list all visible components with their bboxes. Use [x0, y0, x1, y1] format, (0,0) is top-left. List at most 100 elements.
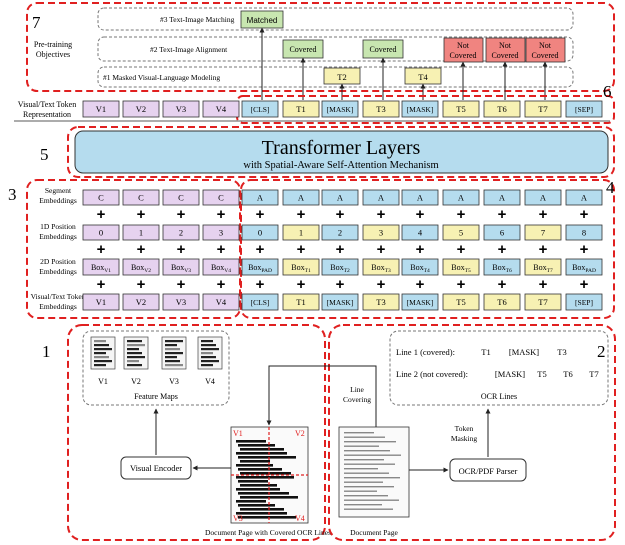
feature-map-label-1: V2: [131, 377, 141, 386]
feature-map-label-0: V1: [98, 377, 108, 386]
plus-sign-1: +: [137, 241, 146, 258]
grid-label-v1: V1: [233, 429, 243, 438]
plus-sign-4: +: [256, 241, 265, 258]
visual-encoder-text: Visual Encoder: [130, 463, 182, 473]
region-number-5: 5: [40, 145, 49, 164]
pos2d-text-9: BoxT5: [451, 263, 471, 274]
rep-token-text-5: T1: [296, 104, 305, 114]
matched-text: Matched: [247, 16, 278, 25]
plus-sign-12: +: [580, 241, 589, 258]
region-number-3: 3: [8, 185, 17, 204]
segment-box-9: [442, 189, 480, 206]
pos2d-box-6: [321, 258, 359, 276]
plus-sign-3: +: [217, 241, 226, 258]
pos1d-text-10: 6: [500, 228, 504, 238]
segment-box-2: [162, 189, 200, 206]
plus-sign-9: +: [457, 241, 466, 258]
pos1d-text-4: 0: [258, 228, 262, 238]
rep-token-text-11: T7: [538, 104, 547, 114]
token-emb-box-4: [241, 293, 279, 311]
segment-text-5: A: [298, 193, 305, 203]
document-page: [338, 426, 410, 518]
pos1d-box-3: [202, 224, 240, 241]
pos1d-box-11: [524, 224, 562, 241]
pos2d-box-10: [483, 258, 521, 276]
objective-2-label: #2 Text-Image Alignment: [150, 45, 228, 54]
transformer-title: Transformer Layers: [262, 137, 421, 159]
segment-text-6: A: [337, 193, 344, 203]
pos2d-text-10: BoxT6: [492, 263, 512, 274]
rep-token-box-3: [202, 100, 240, 118]
pos1d-embeddings-label-2: Embeddings: [39, 232, 77, 241]
pos1d-text-0: 0: [99, 228, 103, 238]
visual-encoder-box: [120, 456, 192, 480]
plus-sign-11: +: [539, 206, 548, 223]
segment-box-4: [241, 189, 279, 206]
rep-token-text-1: V2: [136, 104, 146, 114]
not-covered-box-t5: [443, 37, 484, 63]
plus-sign-3: +: [217, 206, 226, 223]
rep-token-text-4: [CLS]: [251, 105, 270, 114]
token-emb-box-7: [362, 293, 400, 311]
pos2d-box-11: [524, 258, 562, 276]
feature-map-label-2: V3: [169, 377, 179, 386]
plus-row-3: +++++++++++++: [97, 276, 589, 293]
region-1-visual-dashed-box: [67, 324, 326, 541]
segment-text-12: A: [581, 193, 588, 203]
pos1d-text-2: 2: [179, 228, 183, 238]
ocr-lines-label: OCR Lines: [481, 392, 517, 401]
pos1d-box-4: [241, 224, 279, 241]
rep-token-text-7: T3: [376, 104, 385, 114]
segment-text-2: C: [178, 193, 184, 203]
pos2d-box-5: [282, 258, 320, 276]
token-emb-box-12: [565, 293, 603, 311]
t2-prediction-text: T2: [337, 72, 346, 82]
region-2-text-dashed-box: [328, 324, 616, 541]
rep-token-text-2: V3: [176, 104, 186, 114]
pos1d-box-6: [321, 224, 359, 241]
region-7-pretraining-dashed-box: [26, 2, 615, 92]
plus-sign-8: +: [416, 276, 425, 293]
rep-token-box-0: [82, 100, 120, 118]
segment-box-5: [282, 189, 320, 206]
plus-sign-1: +: [137, 276, 146, 293]
token-emb-box-3: [202, 293, 240, 311]
segment-text-9: A: [458, 193, 465, 203]
token-emb-box-0: [82, 293, 120, 311]
covered-document-page: [230, 426, 309, 524]
rep-token-box-4: [241, 100, 279, 118]
region-number-1: 1: [42, 342, 51, 361]
plus-sign-10: +: [498, 241, 507, 258]
plus-sign-1: +: [137, 206, 146, 223]
rep-token-box-10: [483, 100, 521, 118]
feature-maps-box: [82, 330, 230, 406]
token-embeddings-label-2: Embeddings: [39, 302, 77, 311]
pos2d-box-3: [202, 258, 240, 276]
ocr-parser-text: OCR/PDF Parser: [459, 466, 518, 476]
objective-row-1-box: [97, 66, 574, 88]
segment-text-11: A: [540, 193, 547, 203]
rep-token-box-9: [442, 100, 480, 118]
pos1d-text-11: 7: [541, 228, 545, 238]
plus-sign-0: +: [97, 276, 106, 293]
pos1d-box-2: [162, 224, 200, 241]
ocr-parser-box: [449, 458, 527, 482]
token-emb-text-5: T1: [296, 297, 305, 307]
plus-sign-5: +: [297, 241, 306, 258]
covered-box-t3: [362, 39, 404, 59]
not-covered-box-t7: [525, 37, 566, 63]
covered-box-t1: [282, 39, 324, 59]
document-page-caption: Document Page: [350, 528, 398, 537]
plus-sign-5: +: [297, 206, 306, 223]
pos1d-text-6: 2: [338, 228, 342, 238]
line2-token-1: [MASK]: [495, 369, 525, 379]
plus-sign-10: +: [498, 206, 507, 223]
pos2d-text-0: BoxV1: [91, 263, 111, 274]
pos1d-box-12: [565, 224, 603, 241]
segment-box-8: [401, 189, 439, 206]
line2-label: Line 2 (not covered):: [396, 369, 468, 379]
region-4-text-embeddings-dashed-box: [240, 179, 615, 319]
token-emb-text-10: T6: [497, 297, 506, 307]
